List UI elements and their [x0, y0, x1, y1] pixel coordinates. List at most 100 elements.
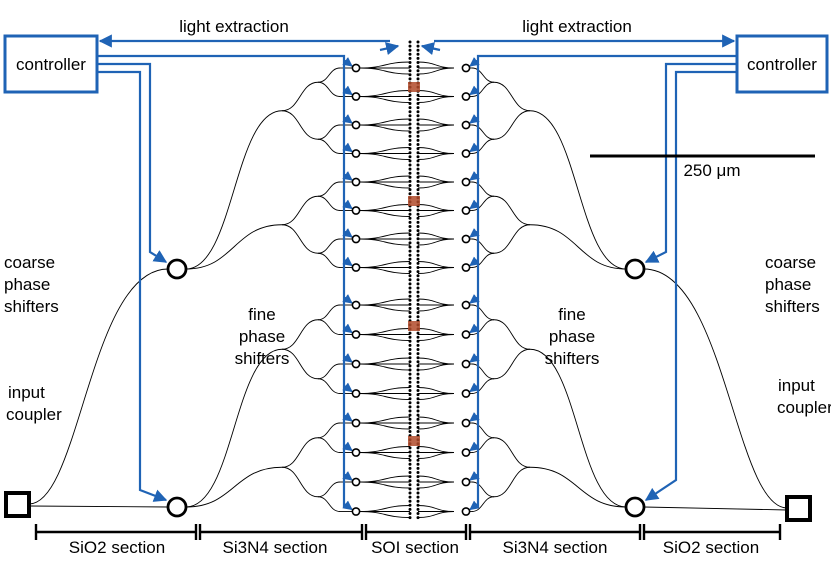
- control-arrow: [342, 142, 353, 153]
- emitter-dot: [408, 130, 412, 134]
- fine-shifter-left: [351, 507, 361, 516]
- control-bus-left-coarse-bottom: [97, 70, 168, 502]
- waveguide: [317, 422, 341, 439]
- emitter-dot: [416, 73, 420, 77]
- waveguide: [417, 61, 455, 69]
- waveguide: [317, 138, 341, 154]
- emitter-dot: [408, 44, 412, 48]
- emitter-dot: [408, 475, 412, 479]
- emitter-dot: [408, 249, 412, 253]
- emitter-dot: [408, 56, 412, 60]
- control-arrow: [342, 352, 353, 363]
- fine-shifter-right: [461, 389, 471, 398]
- emitter-dot: [416, 237, 420, 241]
- waveguide: [359, 387, 411, 394]
- waveguide: [493, 224, 531, 254]
- emitter-dot: [408, 315, 412, 319]
- emitter-dot: [416, 512, 420, 515]
- emitter-dot: [408, 335, 412, 339]
- emitter-dot: [408, 175, 412, 179]
- emitter-dot: [408, 208, 412, 212]
- emitter-dot: [416, 421, 420, 425]
- emitter-dot: [416, 216, 420, 220]
- emitter-dot: [408, 134, 412, 138]
- emitter-dot: [408, 278, 412, 282]
- waveguide: [417, 334, 455, 341]
- emitter-dot: [408, 118, 412, 122]
- light-extraction-right-label: light extraction: [522, 17, 632, 36]
- fine-shifter-left: [351, 206, 361, 215]
- emitter-dot: [408, 245, 412, 249]
- control-arrow: [342, 113, 353, 124]
- waveguide: [185, 224, 283, 270]
- emitter-dot: [416, 171, 420, 175]
- waveguide: [359, 452, 411, 459]
- emitter-dot: [416, 126, 420, 130]
- emitter-dot: [416, 286, 420, 290]
- fine-right-line3: shifters: [545, 349, 600, 368]
- waveguide: [417, 475, 455, 483]
- emitter-dot: [416, 516, 420, 520]
- emitter-dot: [408, 138, 412, 142]
- emitter-dot: [408, 393, 412, 397]
- emitter-dot: [408, 233, 412, 237]
- waveguide: [493, 110, 531, 140]
- emitter-dot: [416, 212, 420, 216]
- emitter-dot: [416, 52, 420, 56]
- waveguide: [359, 147, 411, 154]
- control-arrow: [469, 470, 480, 481]
- emitter-dot: [416, 450, 420, 454]
- fine-shifter-left: [351, 120, 361, 130]
- emitter-dot: [416, 413, 420, 417]
- emitter-dot: [416, 179, 420, 183]
- emitter-dot: [416, 298, 420, 302]
- emitter-dot: [408, 274, 412, 278]
- emitter-dot: [416, 167, 420, 171]
- fine-shifter-left: [351, 359, 361, 369]
- control-arrow: [342, 56, 353, 67]
- emitter-dot: [416, 397, 420, 401]
- emitter-dot: [416, 147, 420, 151]
- emitter-dot: [416, 114, 420, 118]
- waveguide: [529, 348, 627, 508]
- emitter-dot: [408, 298, 412, 302]
- emitter-dot: [416, 307, 420, 310]
- emitter-dot: [416, 462, 420, 466]
- control-arrow: [342, 323, 353, 334]
- emitter-dot: [408, 512, 412, 515]
- emitter-dot: [408, 376, 412, 380]
- coarse-shifter-right-top: [624, 258, 646, 280]
- fine-left-line1: fine: [248, 305, 275, 324]
- emitter-dot: [408, 516, 412, 520]
- waveguide: [359, 334, 411, 341]
- fine-shifter-right: [461, 359, 471, 369]
- fine-left-line2: phase: [239, 327, 285, 346]
- fine-right-line2: phase: [549, 327, 595, 346]
- waveguide: [359, 153, 411, 160]
- waveguide: [471, 67, 495, 83]
- emitter-dot: [408, 143, 412, 146]
- emitter-dot: [408, 225, 412, 228]
- section-sio2-right: SiO2 section: [663, 538, 759, 557]
- emitter-dot: [408, 331, 412, 335]
- waveguide: [417, 422, 455, 430]
- emitter-dot: [408, 483, 412, 487]
- control-arrow: [469, 142, 480, 153]
- coarse-left-line2: phase: [4, 275, 50, 294]
- emitter-dot: [416, 368, 420, 372]
- fine-shifter-right: [461, 206, 471, 215]
- emitter-dot: [416, 343, 420, 347]
- waveguide: [417, 267, 455, 274]
- emitter-dot: [408, 364, 412, 368]
- emitter-dot: [416, 499, 420, 503]
- emitter-dot: [416, 483, 420, 487]
- emitter-dot: [408, 106, 412, 110]
- soi-emitter-column: [408, 40, 420, 520]
- emitter-dot: [416, 446, 420, 450]
- emitter-dot: [416, 253, 420, 257]
- emitter-dot: [416, 339, 420, 343]
- emitter-dot: [416, 364, 420, 368]
- coarse-left-line1: coarse: [4, 253, 55, 272]
- waveguide: [417, 118, 455, 126]
- emitter-dot: [416, 40, 420, 44]
